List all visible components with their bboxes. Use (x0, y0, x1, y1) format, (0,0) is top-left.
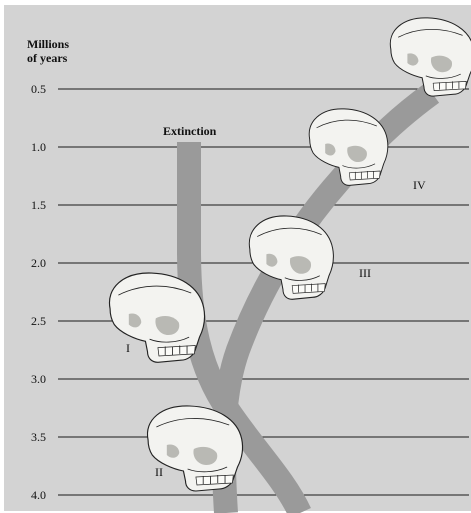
tick-label: 0.5 (31, 82, 46, 96)
tick-label: 2.5 (31, 314, 46, 328)
axis-title-line1: Millions (27, 37, 69, 51)
time-tick-labels: 0.5 1.0 1.5 2.0 2.5 3.0 3.5 4.0 (31, 82, 46, 502)
skull-label-i: I (126, 341, 130, 355)
skull-label-ii: II (155, 465, 163, 479)
skull-label-iv: IV (413, 178, 426, 192)
skull-icon (390, 18, 471, 96)
tick-label: 1.0 (31, 140, 46, 154)
tick-label: 3.0 (31, 372, 46, 386)
skull-icon (309, 109, 388, 186)
tick-label: 1.5 (31, 198, 46, 212)
tick-label: 4.0 (31, 488, 46, 502)
axis-title-line2: of years (27, 51, 68, 65)
extinction-label: Extinction (163, 124, 217, 138)
skull-icon (109, 273, 204, 362)
skull-label-iii: III (359, 266, 371, 280)
tick-label: 2.0 (31, 256, 46, 270)
tick-label: 3.5 (31, 430, 46, 444)
